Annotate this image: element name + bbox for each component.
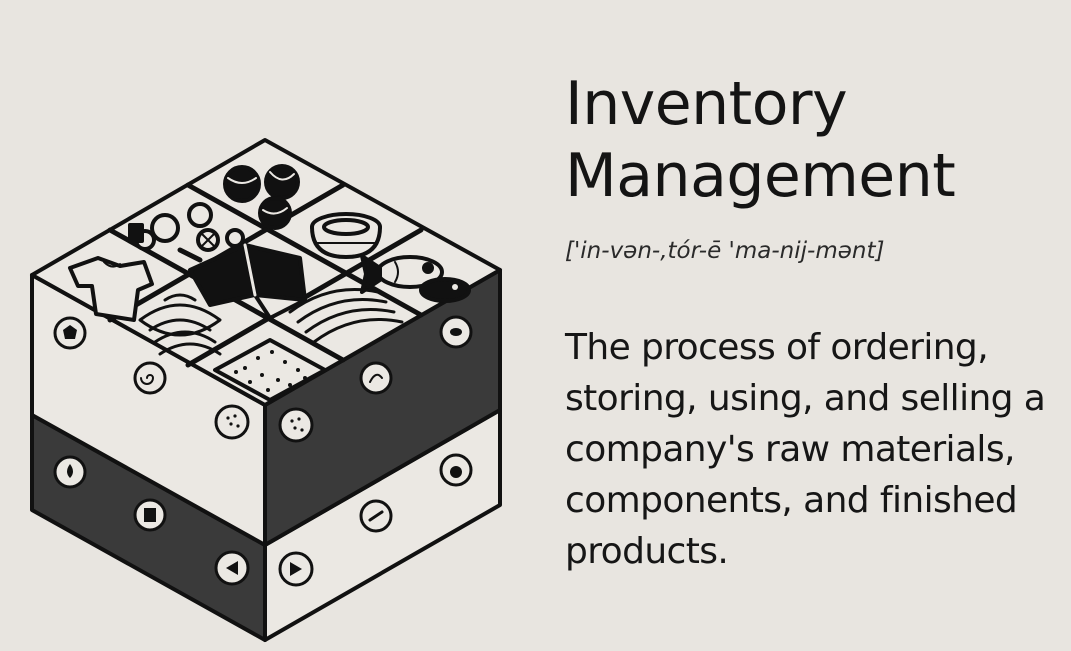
inventory-cube-illustration [30,138,502,642]
clothing-icon [68,256,154,322]
definition: The process of ordering, storing, using,… [565,322,1055,577]
sports-balls-icon [223,164,300,230]
fish-icon [360,254,471,303]
meat-icon [288,288,404,344]
bowl-icon [310,212,382,259]
noodles-icon [138,293,222,356]
title-line-2: Management [565,141,956,211]
definition-line-3: company's raw materials, [565,429,1015,470]
definition-line-1: The process of ordering, [565,327,989,368]
grain-label-icon-right [278,407,314,443]
upper-tier-labels [53,315,473,443]
grain-label-icon [214,404,250,440]
definition-line-5: products. [565,531,729,572]
grain-icon [213,338,327,402]
pronunciation: ['in-vən-,tór-ē 'ma-nij-mənt] [565,238,885,264]
hardware-icon [128,202,245,263]
noodle-label-icon [359,361,393,395]
text-panel: Inventory Management ['in-vən-,tór-ē 'ma… [565,68,1055,577]
lower-tier-labels [53,453,473,587]
page-title: Inventory Management [565,68,1055,212]
gem-block-icon [188,243,307,320]
title-line-1: Inventory [565,69,848,139]
definition-line-4: components, and finished [565,480,1018,521]
definition-line-2: storing, using, and selling a [565,378,1046,419]
spiral-label-icon [133,361,167,395]
